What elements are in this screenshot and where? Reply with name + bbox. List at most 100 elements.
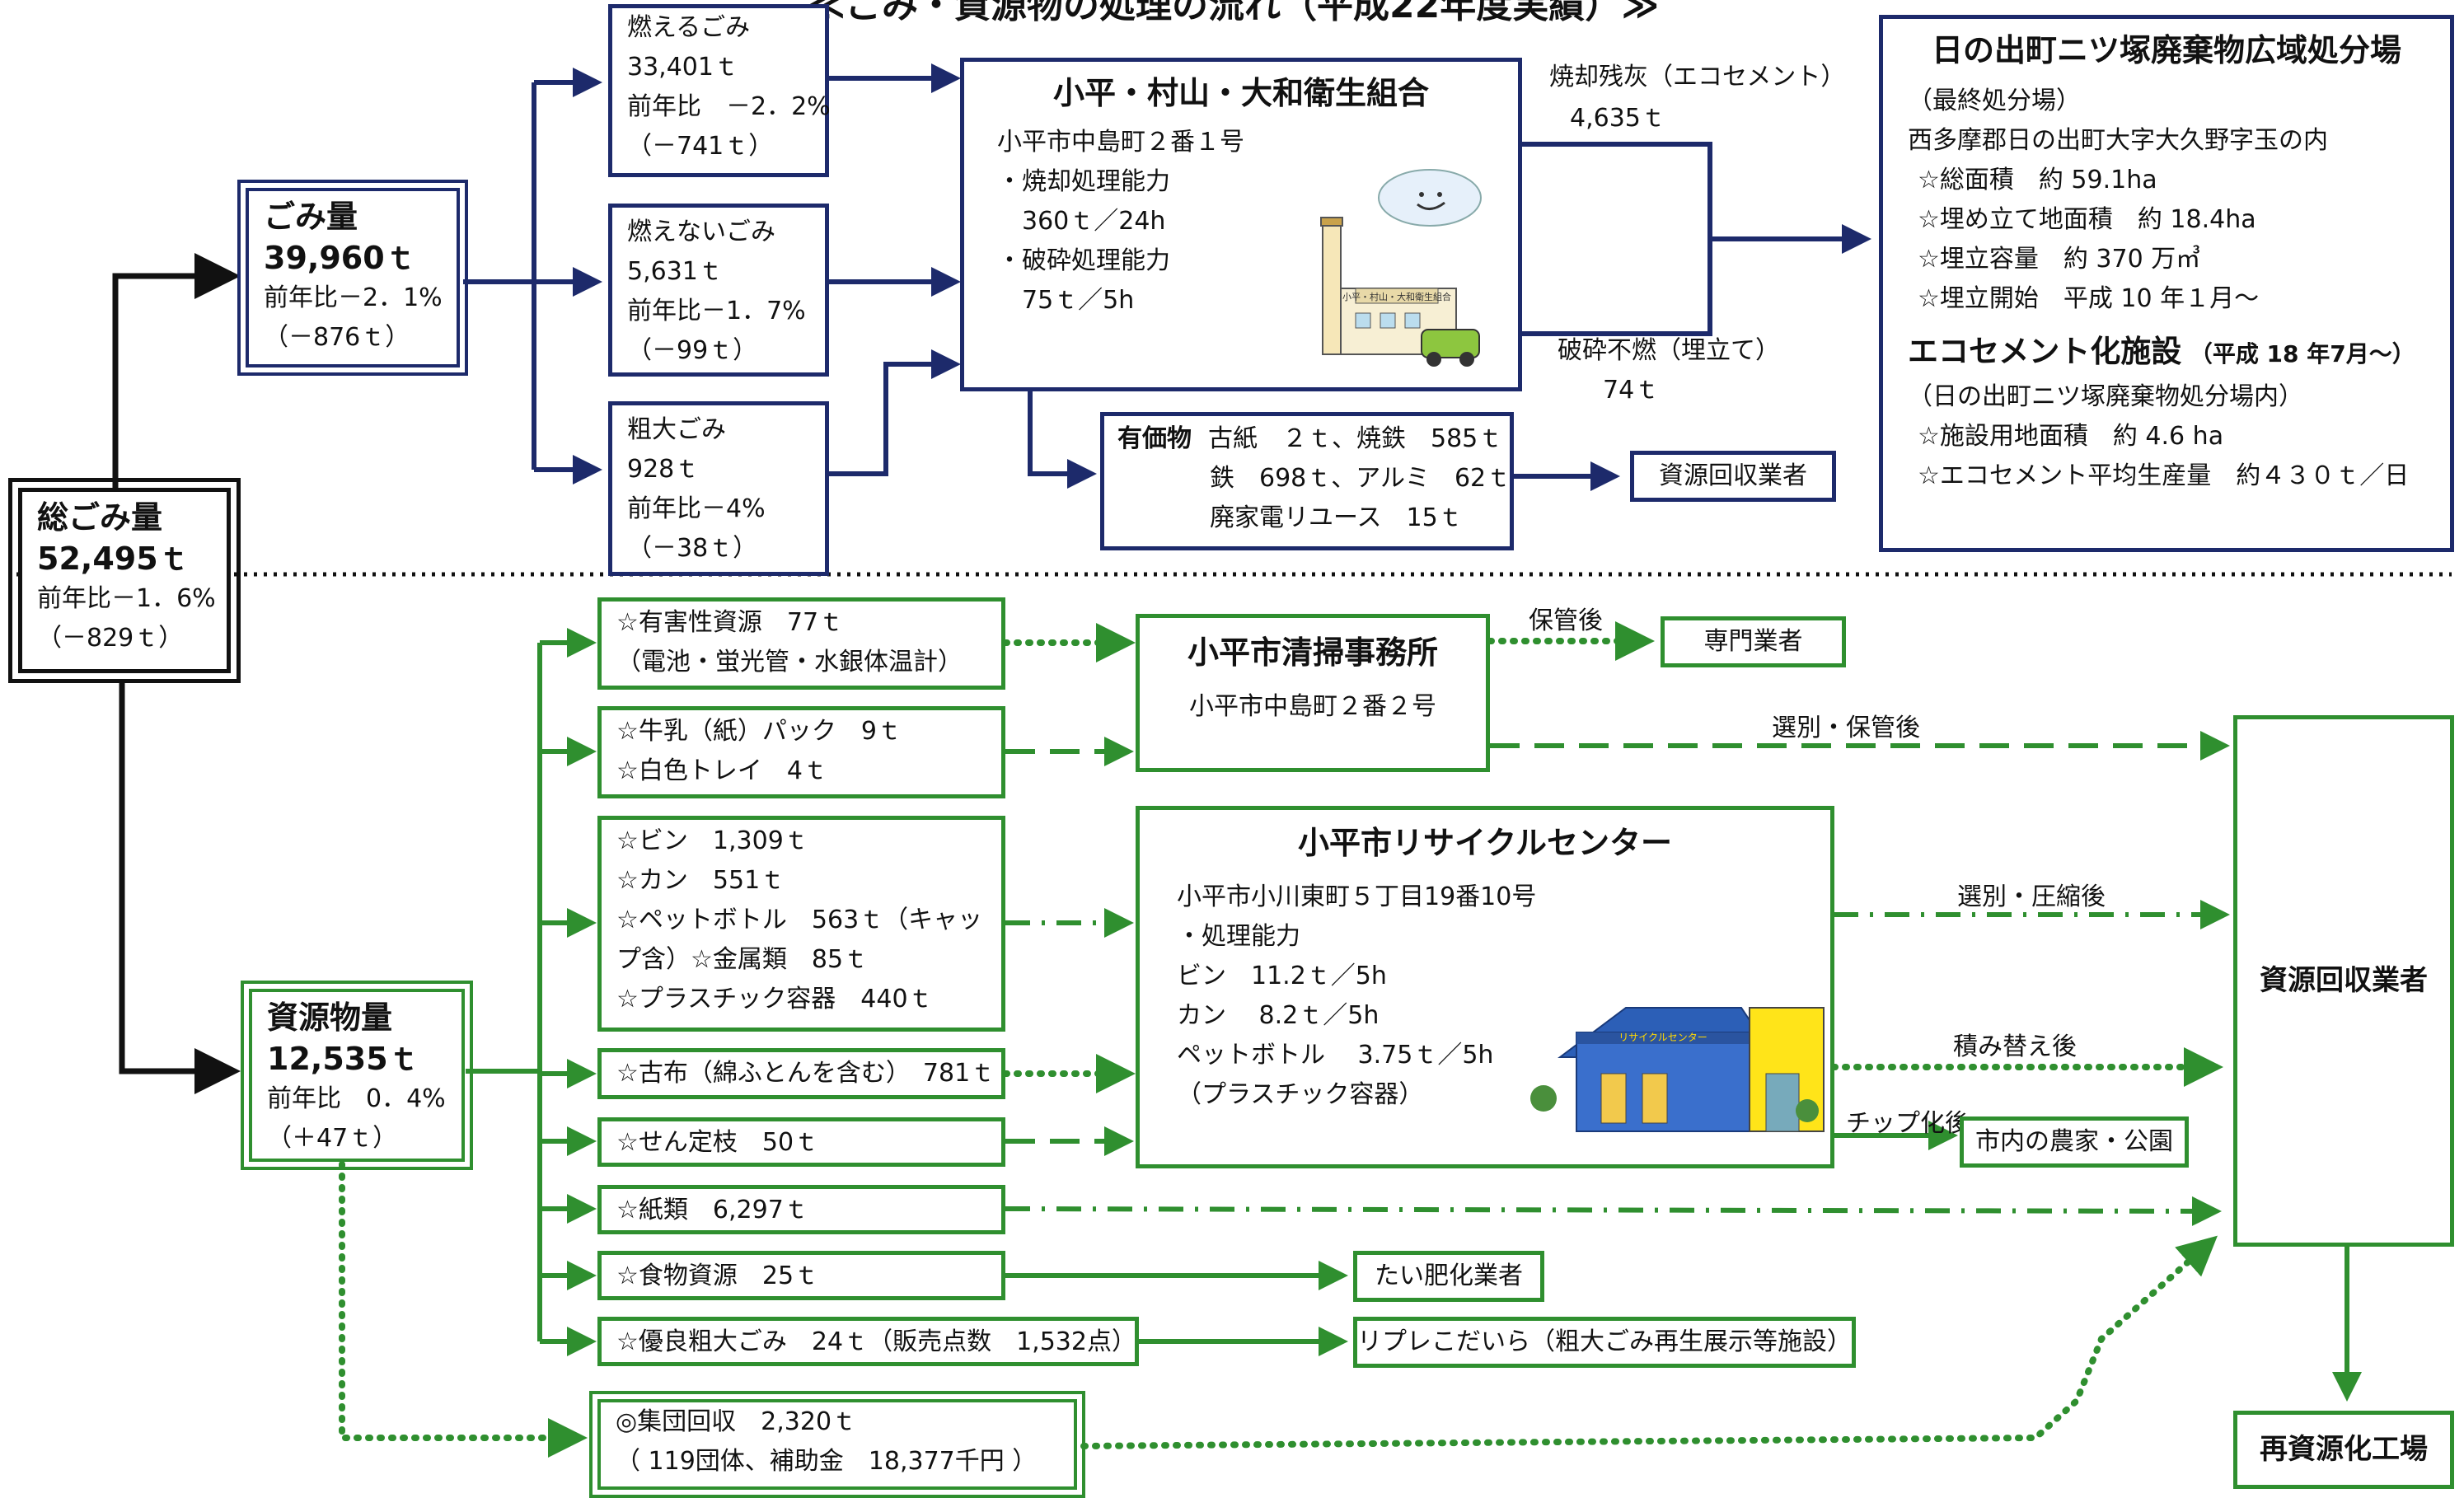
total-waste-box: 総ごみ量 52,495ｔ 前年比－1．6% （－829ｔ）	[8, 478, 241, 683]
eco-title-row: エコセメント化施設 （平成 18 年7月～）	[1908, 329, 2425, 377]
nonburnable-box: 燃えないごみ 5,631ｔ 前年比－1．7% （－99ｔ）	[608, 204, 829, 377]
eco-line: ☆施設用地面積 約 4.6 ha	[1918, 422, 2224, 451]
food-box: ☆食物資源 25ｔ	[597, 1251, 1005, 1300]
garbage-yoy: 前年比－2．1%	[264, 283, 443, 312]
sort-compress-label: 選別・圧縮後	[1957, 882, 2106, 911]
milk-box: ☆牛乳（紙）パック 9ｔ ☆白色トレイ 4ｔ	[597, 706, 1005, 798]
nonburnable-diff: （－99ｔ）	[627, 336, 758, 365]
total-amount: 52,495ｔ	[37, 541, 190, 577]
bottles-line: ☆カン 551ｔ	[616, 866, 785, 895]
hazard-line: （電池・蛍光管・水銀体温計）	[616, 648, 963, 676]
recycle-center-line: カン 8.2ｔ／5h	[1177, 1001, 1380, 1030]
paper-box: ☆紙類 6,297ｔ	[597, 1185, 1005, 1234]
reload-label: 積み替え後	[1953, 1032, 2077, 1061]
building-sign: リサイクルセンター	[1618, 1032, 1707, 1043]
eco-line: ☆エコセメント平均生産量 約４３０ｔ／日	[1918, 461, 2410, 490]
kumiai-line: 360ｔ／24h	[1022, 207, 1166, 236]
specialist-box: 専門業者	[1661, 616, 1846, 667]
farms-label: 市内の農家・公園	[1975, 1127, 2173, 1156]
landfill-title: 日の出町ニツ塚廃棄物広域処分場	[1931, 32, 2401, 68]
garbage-title: ごみ量	[264, 199, 358, 235]
landfill-line: ☆埋立容量 約 370 万㎥	[1918, 245, 2201, 274]
goodbulky-box: ☆優良粗大ごみ 24ｔ（販売点数 1,532点）	[597, 1317, 1139, 1366]
seiso-address: 小平市中島町２番２号	[1189, 692, 1436, 721]
recycle-center-line: ・処理能力	[1177, 922, 1300, 951]
dashed-connectors	[1005, 731, 2230, 1156]
recycler-top-label: 資源回収業者	[1659, 461, 1807, 490]
cloth-box: ☆古布（綿ふとんを含む） 781ｔ	[597, 1048, 1005, 1099]
valuables-line: 廃家電リユース 15ｔ	[1210, 503, 1463, 532]
farms-box: 市内の農家・公園	[1960, 1116, 2189, 1168]
group-line: （ 119団体、補助金 18,377千円 ）	[616, 1447, 1038, 1476]
kumiai-line: ・焼却処理能力	[997, 167, 1170, 196]
kumiai-box: 小平・村山・大和衛生組合 小平市中島町２番１号 ・焼却処理能力 360ｔ／24h…	[960, 58, 1522, 391]
burnable-diff: （－741ｔ）	[627, 132, 774, 161]
garbage-amount: 39,960ｔ	[264, 240, 416, 276]
crushed-label: 破砕不燃（埋立て）	[1558, 336, 1780, 365]
burnable-amount: 33,401ｔ	[627, 53, 738, 82]
valuables-line: 古紙 ２ｔ、焼鉄 585ｔ	[1208, 424, 1503, 453]
landfill-line: 西多摩郡日の出町大字大久野字玉の内	[1908, 126, 2328, 155]
landfill-box: 日の出町ニツ塚廃棄物広域処分場 （最終処分場） 西多摩郡日の出町大字大久野字玉の…	[1879, 15, 2454, 552]
chip-label: チップ化後	[1846, 1109, 1970, 1138]
burnable-name: 燃えるごみ	[627, 13, 751, 42]
burnable-box: 燃えるごみ 33,401ｔ 前年比 －2．2% （－741ｔ）	[608, 4, 831, 177]
group-collection-box: ◎集団回収 2,320ｔ （ 119団体、補助金 18,377千円 ）	[589, 1391, 1085, 1498]
nonburnable-amount: 5,631ｔ	[627, 257, 723, 286]
kumiai-line: ・破砕処理能力	[997, 246, 1170, 275]
recycler-main-box: 資源回収業者	[2233, 715, 2454, 1247]
landfill-line: ☆埋立開始 平成 10 年１月～	[1918, 284, 2260, 313]
ash-label: 焼却残灰（エコセメント）	[1549, 63, 1846, 91]
branches-label: ☆せん定枝 50ｔ	[616, 1128, 819, 1157]
recycle-center-title: 小平市リサイクルセンター	[1297, 825, 1673, 861]
eco-since: （平成 18 年7月～）	[2189, 340, 2415, 367]
landfill-line: ☆総面積 約 59.1ha	[1918, 166, 2157, 194]
valuables-line: 鉄 698ｔ、アルミ 62ｔ	[1210, 464, 1511, 493]
milk-line: ☆白色トレイ 4ｔ	[616, 756, 827, 785]
landfill-line: （最終処分場）	[1908, 87, 2081, 115]
total-title: 総ごみ量	[37, 499, 163, 536]
bulky-diff: （－38ｔ）	[627, 534, 758, 563]
recycle-center-box: 小平市リサイクルセンター 小平市小川東町５丁目19番10号 ・処理能力 ビン 1…	[1136, 806, 1834, 1168]
eco-title: エコセメント化施設	[1908, 334, 2182, 369]
milk-line: ☆牛乳（紙）パック 9ｔ	[616, 717, 902, 746]
seiso-box: 小平市清掃事務所 小平市中島町２番２号	[1136, 614, 1490, 772]
total-yoy: 前年比－1．6%	[37, 584, 216, 613]
resources-title: 資源物量	[267, 999, 393, 1036]
ripure-box: リプレこだいら（粗大ごみ再生展示等施設）	[1353, 1317, 1856, 1368]
nonburnable-yoy: 前年比－1．7%	[627, 297, 806, 325]
ripure-label: リプレこだいら（粗大ごみ再生展示等施設）	[1357, 1327, 1852, 1356]
recycle-center-illustration: リサイクルセンター	[1530, 1007, 1825, 1132]
building-sign: 小平・村山・大和衛生組合	[1342, 291, 1451, 302]
goodbulky-label: ☆優良粗大ごみ 24ｔ（販売点数 1,532点）	[616, 1327, 1136, 1356]
ash-amount: 4,635ｔ	[1570, 104, 1665, 133]
garbage-box: ごみ量 39,960ｔ 前年比－2．1% （－876ｔ）	[237, 180, 468, 376]
resources-box: 資源物量 12,535ｔ 前年比 0．4% （＋47ｔ）	[241, 981, 473, 1170]
kumiai-line: 75ｔ／5h	[1022, 286, 1135, 315]
cloth-label: ☆古布（綿ふとんを含む） 781ｔ	[616, 1059, 995, 1088]
bottles-line: プ含）☆金属類 85ｔ	[616, 945, 869, 974]
bottles-line: ☆プラスチック容器 440ｔ	[616, 985, 933, 1013]
dashdot-connectors	[1005, 900, 2230, 1226]
incinerator-illustration: 小平・村山・大和衛生組合	[1320, 169, 1482, 367]
recycler-top-box: 資源回収業者	[1630, 451, 1836, 502]
garbage-connectors	[463, 63, 1871, 491]
landfill-line: ☆埋め立て地面積 約 18.4ha	[1918, 205, 2256, 234]
specialist-label: 専門業者	[1703, 627, 1803, 656]
kumiai-title: 小平・村山・大和衛生組合	[1052, 75, 1429, 111]
hazard-box: ☆有害性資源 77ｔ （電池・蛍光管・水銀体温計）	[597, 597, 1005, 690]
nonburnable-name: 燃えないごみ	[627, 218, 775, 246]
food-label: ☆食物資源 25ｔ	[616, 1262, 819, 1290]
valuables-label: 有価物	[1117, 424, 1192, 453]
recycle-center-line: 小平市小川東町５丁目19番10号	[1177, 882, 1537, 911]
burnable-yoy: 前年比 －2．2%	[627, 92, 831, 121]
bulky-name: 粗大ごみ	[627, 415, 726, 444]
resources-yoy: 前年比 0．4%	[267, 1084, 446, 1113]
storage-label: 保管後	[1529, 606, 1603, 635]
recycler-main-label: 資源回収業者	[2260, 964, 2428, 997]
factory-box: 再資源化工場	[2233, 1411, 2454, 1489]
seiso-title: 小平市清掃事務所	[1187, 634, 1438, 671]
paper-label: ☆紙類 6,297ｔ	[616, 1196, 808, 1224]
compost-box: たい肥化業者	[1353, 1251, 1544, 1302]
